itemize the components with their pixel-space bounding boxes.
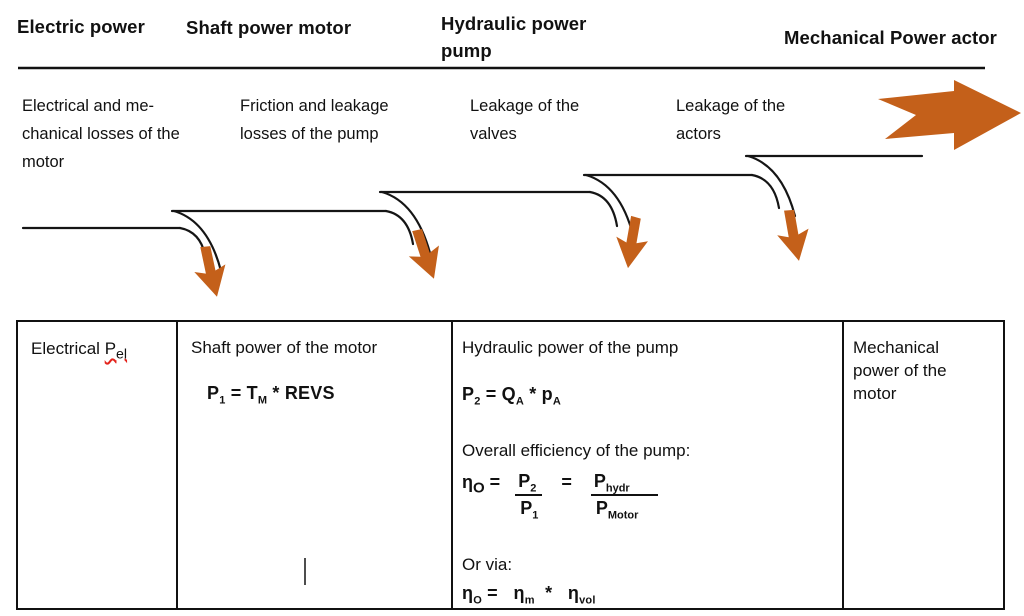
branch-curve-inner-2 [384,209,415,246]
fraction1-numerator: P2 [515,470,543,496]
loss-arrow-down-icon [194,246,226,297]
branch-curve-outer-4 [746,154,797,218]
stage-label-electric-power: Electric power [17,16,145,37]
loss-label-pump: Friction and leakage losses of the pump [240,97,389,143]
branch-curve-outer-2 [380,190,432,255]
or-via-label: Or via: [462,554,513,574]
electrical-term-misspelled: Pel [104,339,128,363]
hydraulic-power-title: Hydraulic power of the pump [462,338,679,357]
fraction2-numerator: Phydr [590,470,658,496]
efficiency-label: Overall efficiency of the pump: [462,440,691,460]
stage-label-mechanical-power-actor: Mechanical Power actor [784,27,997,48]
hydraulic-power-formula: P2 = QA * pA [462,384,561,408]
loss-arrow-down-icon [408,228,439,279]
loss-arrows [194,209,809,297]
efficiency-lhs: ηO = [462,471,501,497]
loss-label-motor: Electrical and me- chanical losses of th… [22,97,180,171]
stage-label-hydraulic-power-pump: Hydraulic power pump [441,13,587,61]
cell-shaft-power: Shaft power of the motor P1 = TM * REVS [178,322,453,608]
loss-label-valves: Leakage of the valves [470,97,580,143]
power-arrow-right-icon [878,80,1021,150]
cell-hydraulic-power: Hydraulic power of the pump P2 = QA * pA… [453,322,844,608]
fraction1-denominator: P1 [520,498,539,522]
branch-curve-outer-1 [172,209,223,273]
fraction2-denominator: PMotor [595,498,639,522]
loss-label-actors: Leakage of the actors [676,97,786,143]
cell-mechanical-power: Mechanical power of the motor [844,322,1005,608]
loss-arrow-down-icon [777,209,809,261]
electrical-prefix: Electrical [31,339,105,358]
branch-curve-inner-4 [750,173,781,210]
efficiency-equation: ηO = P2 P1 = Phydr PMotor [462,470,842,522]
text-cursor[interactable] [304,558,306,585]
mechanical-power-title: Mechanical power of the motor [853,338,947,403]
shaft-power-title: Shaft power of the motor [191,338,378,357]
power-flow-lines [21,154,924,273]
electrical-power-text: Electrical Pel [31,337,176,366]
branch-curve-inner-3 [588,190,619,228]
power-table: Electrical Pel Shaft power of the motor … [16,320,1005,610]
stage-label-shaft-power-motor: Shaft power motor [186,17,352,38]
fraction-p2-p1: P2 P1 [515,470,543,522]
equals-sign: = [561,471,572,492]
fraction-phydr-pmotor: Phydr PMotor [590,470,658,522]
shaft-power-formula: P1 = TM * REVS [207,383,335,407]
alternative-efficiency-formula: ηO = ηm * ηvol [462,582,596,607]
loss-arrow-down-icon [616,215,648,269]
cell-electrical-power: Electrical Pel [18,322,178,608]
